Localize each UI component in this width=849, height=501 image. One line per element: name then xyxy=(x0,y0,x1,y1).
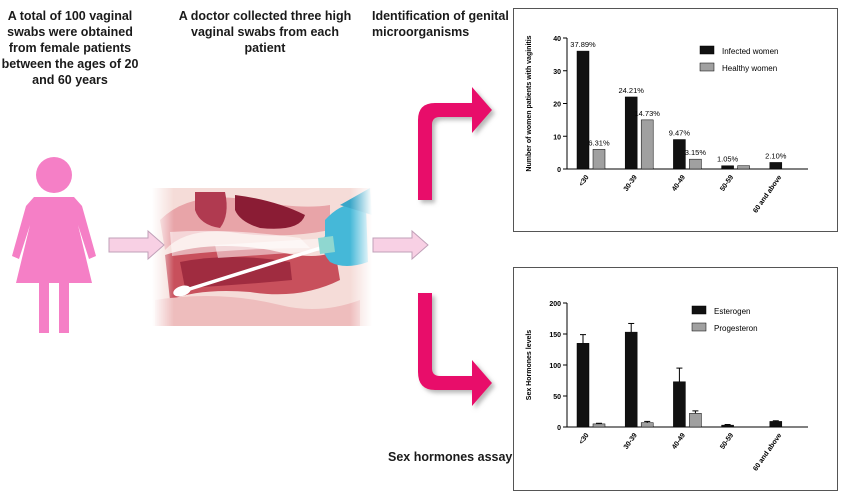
y-tick-label: 30 xyxy=(553,69,561,76)
legend-swatch xyxy=(691,322,707,332)
data-label: 3.15% xyxy=(685,148,707,157)
y-tick-label: 10 xyxy=(553,134,561,141)
x-tick-label: 30-39 xyxy=(623,174,639,193)
bar xyxy=(689,413,702,428)
data-label: 37.89% xyxy=(570,40,596,49)
bar xyxy=(640,422,654,428)
step3-text: Identification of genital microorganisms xyxy=(372,9,509,39)
x-tick-label: 40-49 xyxy=(671,432,687,451)
step2-text: A doctor collected three high vaginal sw… xyxy=(178,9,352,55)
legend-swatch xyxy=(699,45,715,55)
data-label: 14.73% xyxy=(634,109,660,118)
bar xyxy=(721,424,734,428)
bar xyxy=(673,139,686,170)
bar xyxy=(769,421,783,428)
data-label: 9.47% xyxy=(669,129,691,138)
y-tick-label: 0 xyxy=(557,425,561,432)
bar xyxy=(689,158,702,170)
x-tick-label: 40-49 xyxy=(671,174,687,193)
data-label: 1.05% xyxy=(717,155,739,164)
y-tick-label: 20 xyxy=(553,102,561,109)
step4-text: Sex hormones assay xyxy=(388,450,513,464)
y-tick-label: 0 xyxy=(557,167,561,174)
x-tick-label: 50-59 xyxy=(719,432,735,451)
bar xyxy=(737,165,750,170)
bar xyxy=(721,165,734,170)
bar xyxy=(576,343,590,428)
x-tick-label: 60 and above xyxy=(752,174,783,214)
x-tick-label: 60 and above xyxy=(752,432,783,472)
data-label: 24.21% xyxy=(618,86,644,95)
y-axis-label: Number of women patients with vaginitis xyxy=(526,35,533,171)
legend-label: Infected women xyxy=(722,47,778,56)
bar xyxy=(640,119,654,170)
legend-label: Progesteron xyxy=(714,324,758,333)
legend-label: Esterogen xyxy=(714,307,750,316)
x-tick-label: 50-59 xyxy=(719,174,735,193)
step1-text: A total of 100 vaginal swabs were obtain… xyxy=(1,9,139,87)
legend-label: Healthy women xyxy=(722,64,777,73)
y-tick-label: 150 xyxy=(549,332,561,339)
x-tick-label: <30 xyxy=(578,174,591,188)
data-label: 2.10% xyxy=(765,151,787,160)
bar xyxy=(592,423,606,428)
bar xyxy=(624,96,638,170)
bar xyxy=(592,149,606,170)
legend-swatch xyxy=(699,62,715,72)
bar xyxy=(624,331,638,428)
bar xyxy=(576,50,590,170)
y-tick-label: 100 xyxy=(549,363,561,370)
bar xyxy=(769,162,783,170)
x-tick-label: <30 xyxy=(578,432,591,446)
y-tick-label: 40 xyxy=(553,36,561,43)
bar xyxy=(673,381,686,428)
legend-swatch xyxy=(691,305,707,315)
x-tick-label: 30-39 xyxy=(623,432,639,451)
y-tick-label: 50 xyxy=(553,394,561,401)
y-tick-label: 200 xyxy=(549,301,561,308)
data-label: 6.31% xyxy=(588,138,610,147)
y-axis-label: Sex Hormones levels xyxy=(526,330,533,401)
